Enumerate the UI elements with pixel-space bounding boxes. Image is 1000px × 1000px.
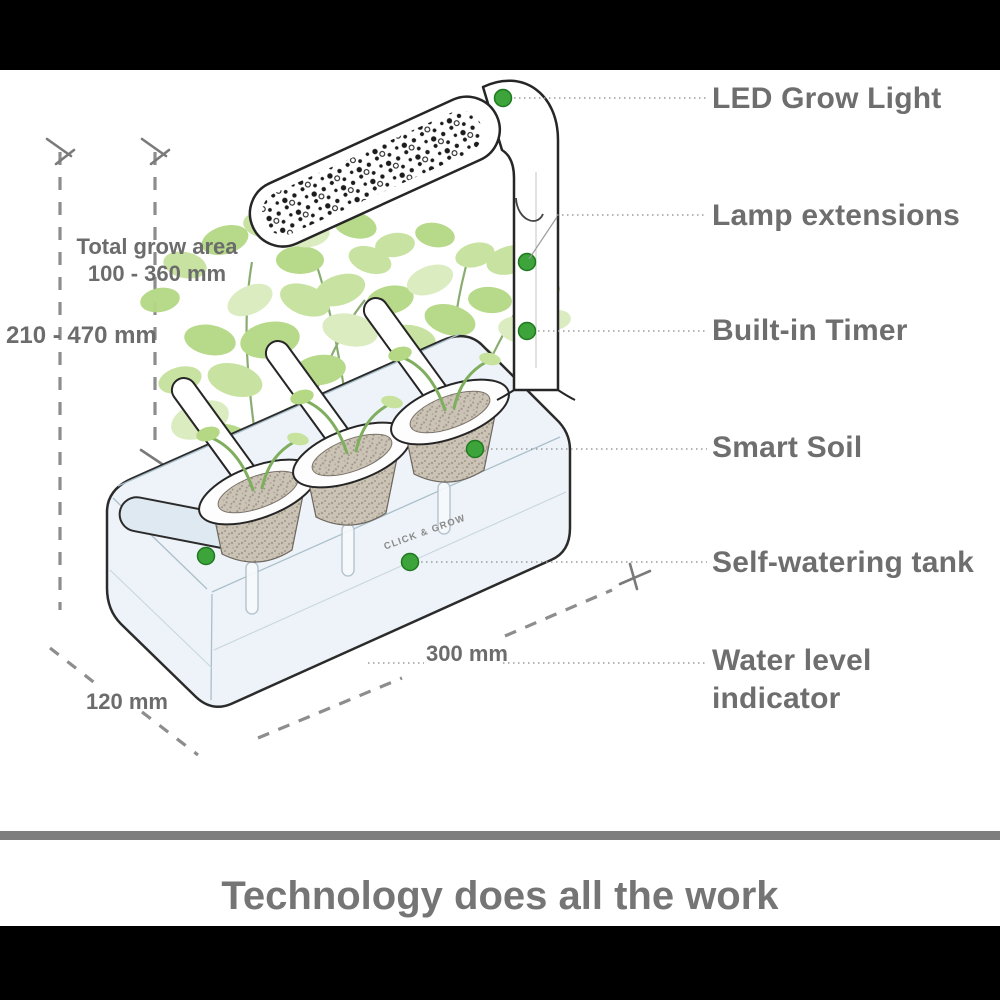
feature-label-smart-soil: Smart Soil	[712, 431, 863, 464]
feature-label-lamp-extensions: Lamp extensions	[712, 199, 961, 232]
pot-1	[170, 377, 318, 563]
feature-label-self-watering-tank: Self-watering tank	[712, 546, 974, 579]
indicator-dot-led-grow-light	[493, 88, 513, 108]
pot-3	[362, 297, 510, 483]
lamp-post	[481, 79, 576, 401]
dimension-height-range: 210 - 470 mm	[6, 322, 157, 349]
feature-label-built-in-timer: Built-in Timer	[712, 314, 908, 347]
footer-title: Technology does all the work	[221, 874, 779, 918]
dimension-grow-area-title: Total grow area	[76, 234, 238, 259]
indicator-dot-lamp-extensions	[517, 252, 537, 272]
indicator-dot-built-in-timer	[517, 321, 537, 341]
leader-lines	[368, 97, 707, 664]
feature-label-water-level-indicator: Water level indicator	[712, 644, 872, 715]
dimension-length: 300 mm	[426, 641, 508, 666]
dimension-line-height	[45, 137, 76, 610]
indicator-dot-smart-soil	[465, 439, 485, 459]
water-wick	[245, 481, 451, 615]
pot-2	[264, 340, 412, 526]
indicator-dot-self-watering-tank	[400, 552, 420, 572]
top-letterbox-bar	[0, 0, 1000, 70]
divider-bar	[0, 831, 1000, 840]
bottom-letterbox-bar	[0, 926, 1000, 1000]
led-dots	[261, 110, 483, 236]
dimension-line-length	[257, 562, 652, 740]
feature-label-led-grow-light: LED Grow Light	[712, 82, 942, 115]
dimension-grow-area: Total grow area 100 - 360 mm	[62, 233, 252, 287]
dimension-line-depth	[49, 646, 199, 757]
dimension-grow-area-value: 100 - 360 mm	[87, 261, 227, 286]
lamp-arm	[248, 95, 501, 248]
dimension-depth: 120 mm	[86, 689, 168, 714]
indicator-dot-water-level	[196, 546, 216, 566]
